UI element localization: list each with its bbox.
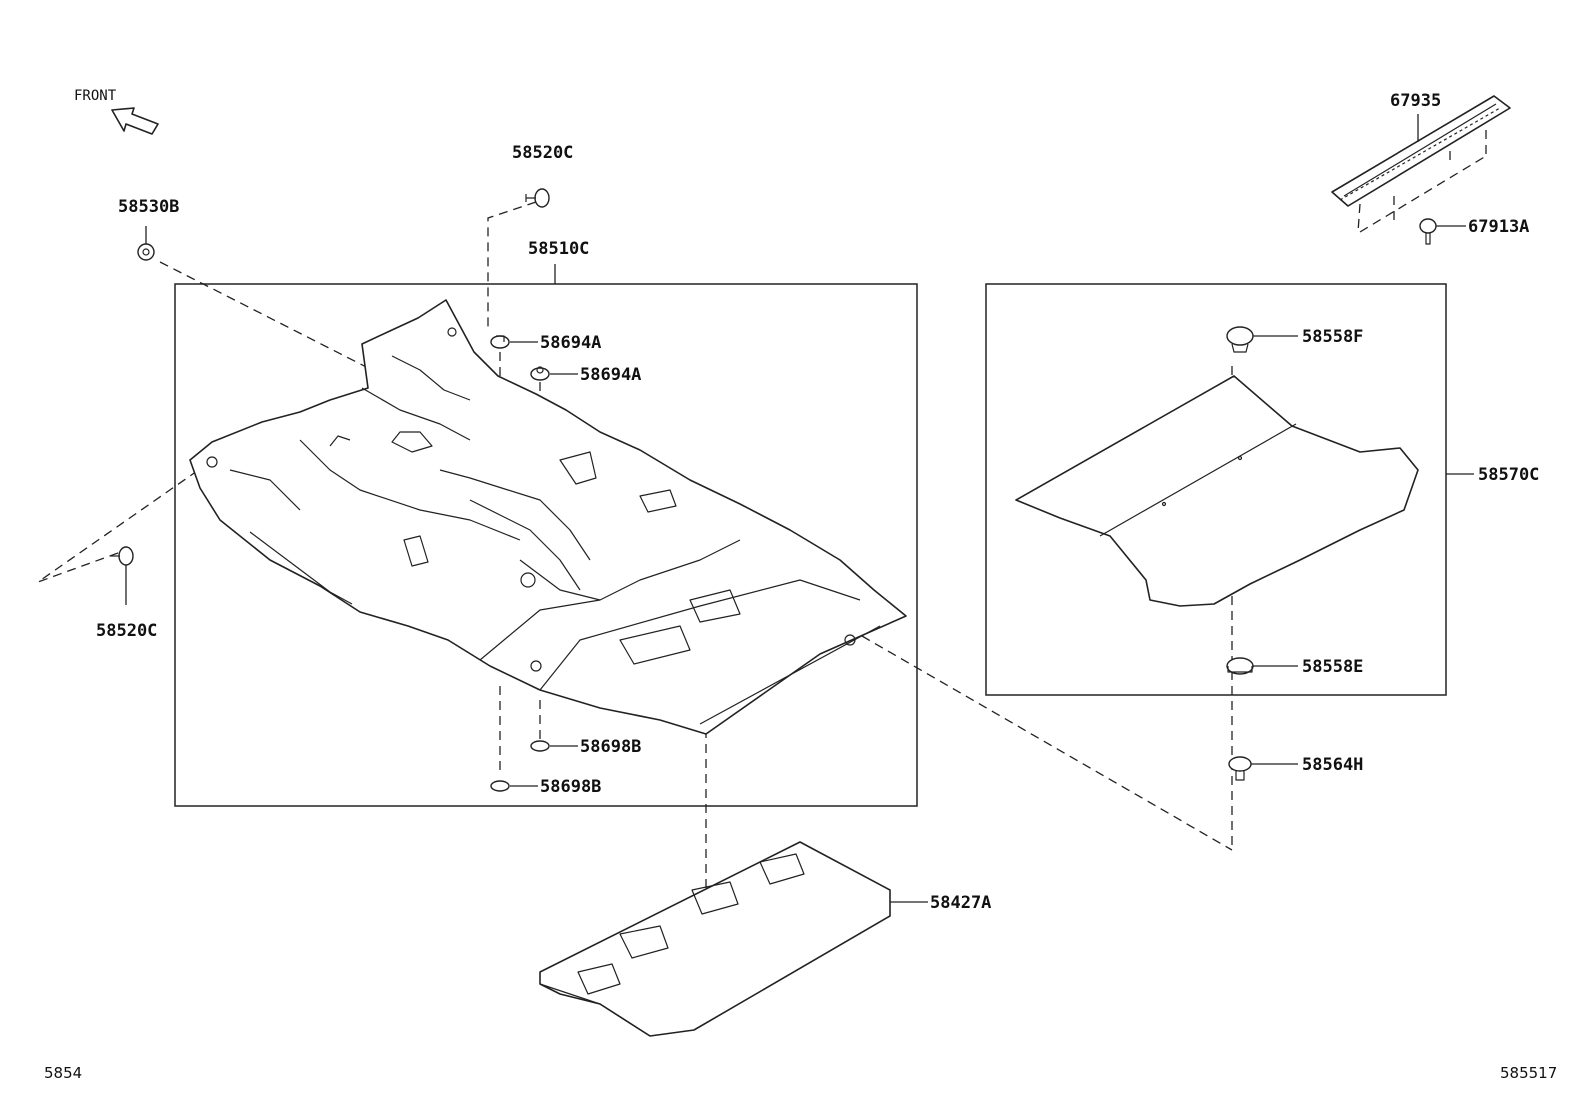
label-58570C: 58570C — [1478, 465, 1539, 485]
clip-58698B-1-icon — [530, 740, 550, 752]
fasteners — [110, 188, 1437, 792]
luggage-carpet-box — [985, 283, 1447, 696]
footer-right-code: 585517 — [1500, 1064, 1557, 1082]
step-cover — [1331, 95, 1511, 207]
clip-58520C-top-icon — [525, 188, 550, 208]
label-58520C-left: 58520C — [96, 621, 157, 641]
label-58558F: 58558F — [1302, 327, 1363, 347]
clip-58698B-2-icon — [490, 780, 510, 792]
label-67935: 67935 — [1390, 91, 1441, 111]
front-floor-carpet — [189, 299, 907, 735]
label-58694A-1: 58694A — [540, 333, 601, 353]
label-58427A: 58427A — [930, 893, 991, 913]
clip-58558F-icon — [1226, 326, 1254, 353]
luggage-floor-carpet — [1015, 375, 1419, 607]
clip-58558E-icon — [1226, 657, 1254, 675]
front-arrow-icon — [111, 107, 159, 135]
leader-lines — [125, 114, 1474, 903]
part-labels: 58520C 58530B 58510C 58694A 58694A 58520… — [96, 91, 1539, 913]
label-58698B-1: 58698B — [580, 737, 641, 757]
label-58530B: 58530B — [118, 197, 179, 217]
clip-58694A-2-icon — [530, 366, 550, 381]
front-label: FRONT — [74, 88, 117, 104]
clip-67913A-icon — [1419, 218, 1437, 245]
label-58694A-2: 58694A — [580, 365, 641, 385]
label-58698B-2: 58698B — [540, 777, 601, 797]
footer-left-code: 5854 — [44, 1064, 82, 1082]
front-indicator: FRONT — [74, 88, 159, 135]
clip-58694A-1-icon — [490, 335, 510, 349]
clip-58520C-left-icon — [110, 546, 134, 566]
label-58558E: 58558E — [1302, 657, 1363, 677]
label-58510C: 58510C — [528, 239, 589, 259]
label-67913A: 67913A — [1468, 217, 1529, 237]
clip-58530B-icon — [137, 243, 155, 261]
label-58564H: 58564H — [1302, 755, 1363, 775]
floor-under-tray — [539, 841, 891, 1037]
label-58520C-top: 58520C — [512, 143, 573, 163]
floor-carpet-box — [174, 283, 918, 807]
